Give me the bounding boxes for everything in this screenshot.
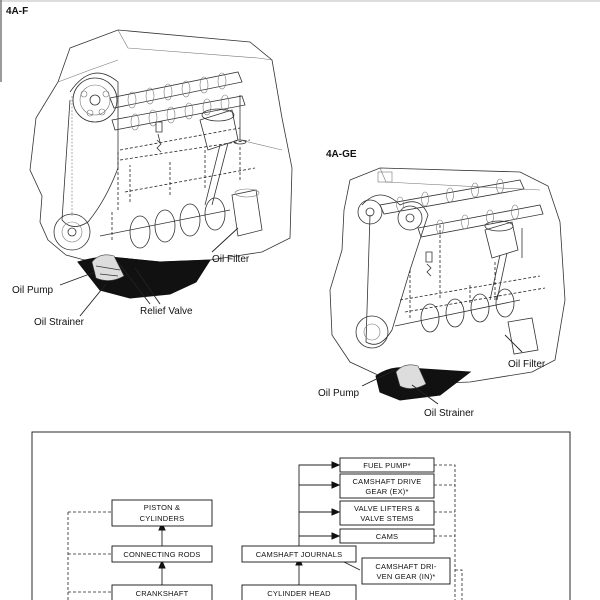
label-oil-pump-4age: Oil Pump <box>318 388 360 399</box>
box-piston-cylinders-line2: CYLINDERS <box>140 514 185 523</box>
engine-label-4af: 4A-F <box>6 6 28 17</box>
leaders-4age <box>361 334 523 405</box>
box-cylinder-head: CYLINDER HEAD <box>267 589 331 598</box>
box-valve-lifters: VALVE LIFTERS & <box>354 504 420 513</box>
box-camshaft-driven-gear-line2: VEN GEAR (IN)* <box>376 572 435 581</box>
box-crankshaft: CRANKSHAFT <box>136 589 189 598</box>
box-camshaft-driven-gear: CAMSHAFT DRI- <box>375 562 437 571</box>
engine-label-4age: 4A-GE <box>326 149 357 160</box>
label-oil-filter-4af: Oil Filter <box>212 254 250 265</box>
label-relief-valve-4af: Relief Valve <box>140 306 193 317</box>
box-connecting-rods: CONNECTING RODS <box>123 550 200 559</box>
flowchart: FUEL PUMP* CAMSHAFT DRIVE GEAR (EX)* VAL… <box>31 431 571 600</box>
box-valve-lifters-line2: VALVE STEMS <box>360 514 413 523</box>
label-oil-filter-4age: Oil Filter <box>508 359 546 370</box>
label-oil-strainer-4af: Oil Strainer <box>34 317 85 328</box>
engine-illustration-4age <box>329 167 566 401</box>
box-cams: CAMS <box>376 532 398 541</box>
label-oil-strainer-4age: Oil Strainer <box>424 408 475 419</box>
flowchart-frame <box>31 431 571 600</box>
box-fuel-pump: FUEL PUMP* <box>363 461 411 470</box>
page-frame <box>0 0 600 82</box>
box-camshaft-drive-gear-line2: GEAR (EX)* <box>365 487 408 496</box>
box-camshaft-journals: CAMSHAFT JOURNALS <box>256 550 343 559</box>
label-oil-pump-4af: Oil Pump <box>12 285 54 296</box>
engine-illustration-4af <box>29 29 293 299</box>
leaders-4af <box>59 227 239 317</box>
box-piston-cylinders: PISTON & <box>144 503 180 512</box>
box-camshaft-drive-gear: CAMSHAFT DRIVE <box>353 477 422 486</box>
